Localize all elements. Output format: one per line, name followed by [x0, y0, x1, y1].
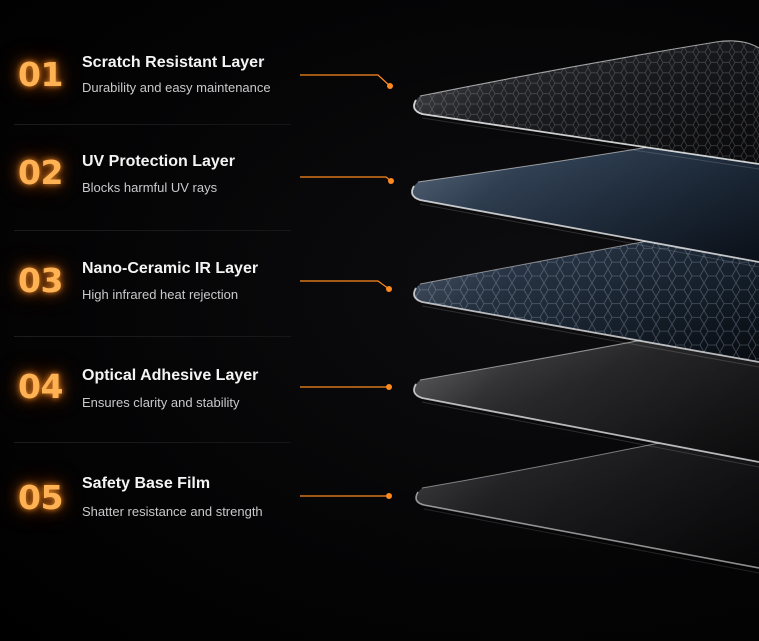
leader-line-05: [300, 493, 392, 499]
layer-title: UV Protection Layer: [82, 153, 235, 170]
leader-line-03: [300, 280, 392, 292]
layer-list: 01 Scratch Resistant Layer Durability an…: [0, 0, 300, 641]
layer-number: 05: [18, 478, 63, 517]
layer-title: Nano-Ceramic IR Layer: [82, 260, 259, 277]
layer-title: Optical Adhesive Layer: [82, 367, 259, 384]
layer-description: Ensures clarity and stability: [82, 395, 240, 410]
sheet-scratch-resistant-layer: [413, 40, 759, 170]
layer-number: 01: [18, 55, 63, 94]
layer-description: High infrared heat rejection: [82, 287, 239, 302]
layer-row-02: 02 UV Protection Layer Blocks harmful UV…: [14, 125, 291, 231]
divider: [14, 124, 291, 125]
sheet-nano-ceramic-ir-layer: [413, 226, 759, 368]
sheet-safety-base-film: [415, 430, 759, 574]
leader-line-02: [300, 176, 394, 184]
layer-number: 02: [18, 153, 63, 192]
layer-number: 04: [18, 367, 63, 406]
layer-row-01: 01 Scratch Resistant Layer Durability an…: [14, 19, 291, 125]
layer-description: Blocks harmful UV rays: [82, 180, 218, 195]
layer-number: 03: [18, 261, 63, 300]
divider: [14, 336, 291, 337]
layer-title: Scratch Resistant Layer: [82, 54, 265, 71]
divider: [14, 442, 291, 443]
leader-line-01: [300, 74, 393, 89]
divider: [14, 230, 291, 231]
layer-row-04: 04 Optical Adhesive Layer Ensures clarit…: [14, 337, 291, 443]
leader-line-04: [300, 384, 392, 390]
sheet-uv-protection-layer: [411, 134, 759, 268]
layer-description: Durability and easy maintenance: [82, 80, 271, 95]
layer-description: Shatter resistance and strength: [82, 504, 263, 519]
layer-row-05: 05 Safety Base Film Shatter resistance a…: [14, 443, 291, 549]
layer-row-03: 03 Nano-Ceramic IR Layer High infrared h…: [14, 231, 291, 337]
layer-title: Safety Base Film: [82, 475, 211, 492]
